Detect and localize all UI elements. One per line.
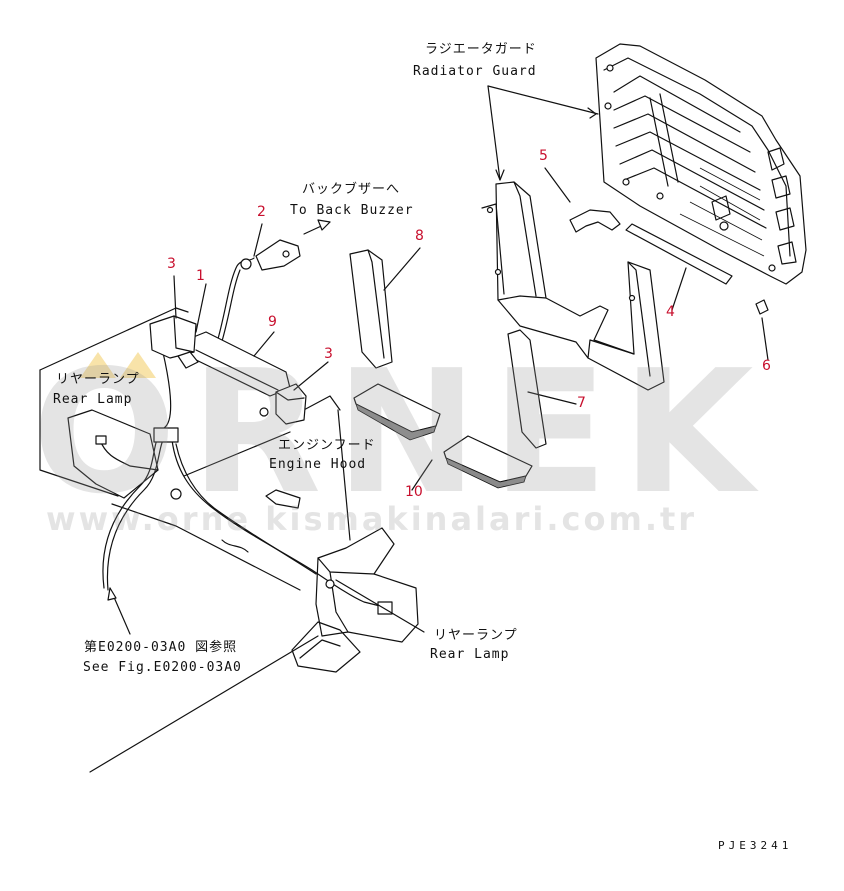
connector-part-3-right <box>275 383 307 425</box>
back-buzzer-label-en: To Back Buzzer <box>290 203 414 218</box>
engine-hood-label-en: Engine Hood <box>269 457 367 472</box>
logo-accent-icon <box>80 352 156 378</box>
part-number: 6 <box>762 358 771 374</box>
drawing-code: PJE3241 <box>718 839 793 852</box>
part-number: 5 <box>539 148 548 164</box>
rear-lamp-left-label-ja: リヤーランプ <box>56 372 140 387</box>
part-number: 3 <box>324 346 333 362</box>
part-number: 2 <box>257 204 266 220</box>
pad-part-10-lower <box>443 435 533 483</box>
see-fig-label-en: See Fig.E0200-03A0 <box>83 660 242 675</box>
part-number: 4 <box>666 304 675 320</box>
part-number: 10 <box>405 484 423 500</box>
bracket-part-8 <box>349 249 393 369</box>
radiator-guard-label-ja: ラジエータガード <box>425 42 537 57</box>
radiator-guard-label-en: Radiator Guard <box>413 64 537 79</box>
back-buzzer-label-ja: バックブザーへ <box>302 182 401 197</box>
guard-mount-bracket <box>481 181 665 391</box>
seal-part-5 <box>569 209 621 233</box>
part-number: 8 <box>415 228 424 244</box>
part-number: 1 <box>196 268 205 284</box>
engine-hood-label-ja: エンジンフード <box>278 438 376 453</box>
harness-cover-part-9 <box>185 331 291 397</box>
rear-lamp-right-label-en: Rear Lamp <box>430 647 510 662</box>
side-seal-part-7 <box>507 329 547 449</box>
see-fig-label-ja: 第E0200-03A0 図参照 <box>84 640 238 655</box>
rear-lamp-left-label-en: Rear Lamp <box>53 392 133 407</box>
leader-lines <box>107 85 769 635</box>
part-number: 7 <box>577 395 586 411</box>
part-number: 3 <box>167 256 176 272</box>
clip-part-6 <box>755 299 769 315</box>
clamp-part-1 <box>177 351 199 369</box>
part-number: 9 <box>268 314 277 330</box>
radiator-guard-panel <box>595 43 807 285</box>
buzzer-connector-part-2 <box>255 239 301 271</box>
seal-strip-part-4 <box>625 223 733 285</box>
rear-lamp-right-label-ja: リヤーランプ <box>434 628 518 643</box>
